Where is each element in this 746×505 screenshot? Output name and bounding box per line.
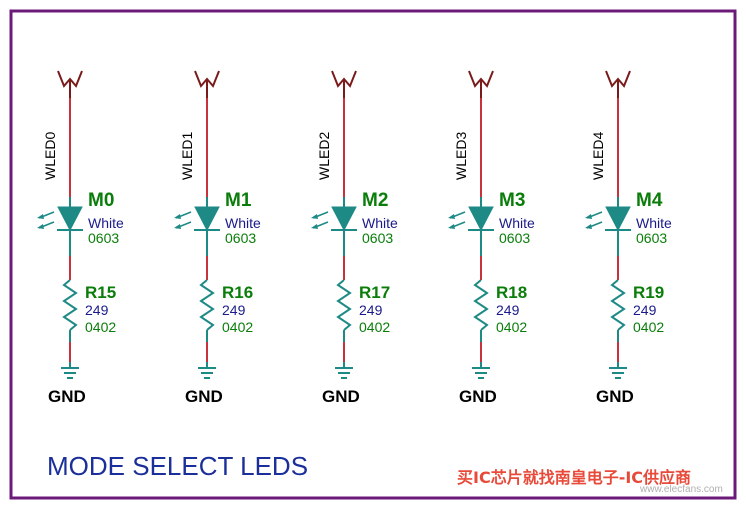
ground-symbol <box>472 367 490 379</box>
light-emission-arrows <box>311 211 329 229</box>
resistor-value: 249 <box>633 302 657 318</box>
ground-label: GND <box>322 387 360 406</box>
led-diode-symbol <box>331 206 357 232</box>
light-emission-arrows <box>448 211 466 229</box>
led-ref-designator: M3 <box>499 190 525 211</box>
resistor-ref-designator: R15 <box>85 283 116 302</box>
resistor-package: 0402 <box>222 319 253 335</box>
resistor-value: 249 <box>496 302 520 318</box>
led-ref-designator: M2 <box>362 190 388 211</box>
ground-symbol <box>198 367 216 379</box>
resistor-ref-designator: R16 <box>222 283 253 302</box>
resistor-ref-designator: R17 <box>359 283 390 302</box>
ground-label: GND <box>185 387 223 406</box>
resistor-value: 249 <box>85 302 109 318</box>
resistor-symbol <box>62 279 78 331</box>
emission-arrow-head <box>448 224 455 229</box>
watermark-text: 买IC芯片就找南皇电子-IC供应商 <box>457 468 691 487</box>
led-ref-designator: M1 <box>225 190 252 211</box>
ground-label: GND <box>48 387 86 406</box>
led-color: White <box>362 215 398 231</box>
light-emission-arrows <box>585 211 603 229</box>
resistor-value: 249 <box>359 302 383 318</box>
emission-arrow-head <box>37 214 44 219</box>
resistor-symbol <box>473 279 489 331</box>
led-color: White <box>499 215 535 231</box>
emission-arrow-head <box>37 224 44 229</box>
resistor-package: 0402 <box>85 319 116 335</box>
resistor-package: 0402 <box>359 319 390 335</box>
resistor-ref-designator: R19 <box>633 283 664 302</box>
led-channels: WLED0M0White0603R152490402GNDWLED1M1Whit… <box>37 70 672 406</box>
led-package: 0603 <box>499 230 530 246</box>
led-ref-designator: M4 <box>636 190 663 211</box>
led-color: White <box>225 215 261 231</box>
resistor-symbol <box>199 279 215 331</box>
resistor-ref-designator: R18 <box>496 283 527 302</box>
led-package: 0603 <box>362 230 393 246</box>
ground-symbol <box>335 367 353 379</box>
light-emission-arrows <box>174 211 192 229</box>
net-label: WLED0 <box>42 132 58 180</box>
net-label: WLED4 <box>590 132 606 180</box>
resistor-symbol <box>336 279 352 331</box>
ground-symbol <box>61 367 79 379</box>
led-diode-symbol <box>57 206 83 232</box>
led-package: 0603 <box>225 230 256 246</box>
ground-label: GND <box>459 387 497 406</box>
led-package: 0603 <box>636 230 667 246</box>
sheet-title: MODE SELECT LEDS <box>47 451 308 481</box>
ground-symbol <box>609 367 627 379</box>
emission-arrow-head <box>585 224 592 229</box>
emission-arrow-head <box>174 214 181 219</box>
resistor-package: 0402 <box>633 319 664 335</box>
resistor-symbol <box>610 279 626 331</box>
emission-arrow-head <box>174 224 181 229</box>
resistor-value: 249 <box>222 302 246 318</box>
watermark: www.elecfans.com 买IC芯片就找南皇电子-IC供应商 <box>457 468 723 495</box>
led-package: 0603 <box>88 230 119 246</box>
sheet-frame <box>9 9 737 500</box>
ground-label: GND <box>596 387 634 406</box>
emission-arrow-head <box>311 224 318 229</box>
net-label: WLED3 <box>453 132 469 180</box>
emission-arrow-head <box>311 214 318 219</box>
led-color: White <box>88 215 124 231</box>
emission-arrow-head <box>585 214 592 219</box>
net-label: WLED1 <box>179 132 195 180</box>
led-diode-symbol <box>194 206 220 232</box>
led-diode-symbol <box>605 206 631 232</box>
led-diode-symbol <box>468 206 494 232</box>
watermark-url: www.elecfans.com <box>639 484 723 495</box>
net-label: WLED2 <box>316 132 332 180</box>
led-ref-designator: M0 <box>88 190 114 211</box>
emission-arrow-head <box>448 214 455 219</box>
light-emission-arrows <box>37 211 55 229</box>
led-color: White <box>636 215 672 231</box>
resistor-package: 0402 <box>496 319 527 335</box>
